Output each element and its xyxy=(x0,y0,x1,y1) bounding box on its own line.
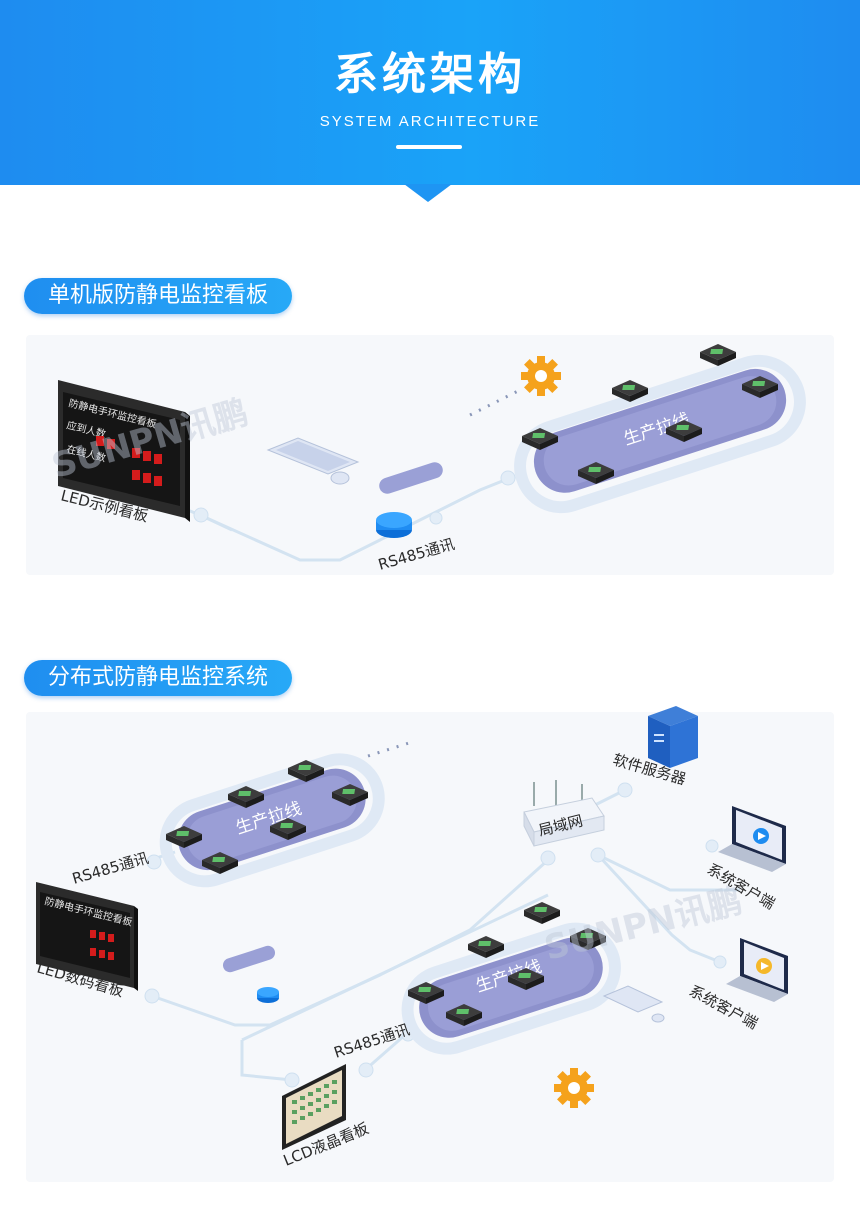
section2-rs485-bottom: RS485通讯 xyxy=(332,1020,412,1061)
section2-rs485-converter xyxy=(257,987,279,1003)
header-arrow xyxy=(404,184,452,202)
section2-watermark: SUNPN讯鹏 xyxy=(541,881,747,969)
server-icon xyxy=(648,706,698,768)
section2-rs485-top: RS485通讯 xyxy=(70,849,150,888)
laptop-icon xyxy=(726,938,788,1002)
section2-production-line-top xyxy=(159,753,385,888)
section2-junctions xyxy=(144,782,727,1088)
page-subtitle: SYSTEM ARCHITECTURE xyxy=(319,113,541,130)
section1-junctions xyxy=(193,470,516,525)
keyboard-icon xyxy=(602,985,664,1013)
section2-dotted-link xyxy=(367,740,413,758)
mouse-icon xyxy=(651,1013,665,1023)
router-icon xyxy=(523,780,605,847)
section2-wires xyxy=(149,788,740,1082)
section1-dotted-link xyxy=(469,388,521,417)
lcd-board xyxy=(282,1064,346,1150)
section1-rs485-converter xyxy=(376,512,412,538)
header-banner: 系统架构 SYSTEM ARCHITECTURE xyxy=(0,0,860,185)
page-title: 系统架构 xyxy=(334,49,526,100)
gear-icon xyxy=(521,356,561,396)
section2-title: 分布式防静电监控系统 xyxy=(24,660,293,696)
mouse-icon xyxy=(330,471,350,485)
section1-connector-bar xyxy=(379,462,443,494)
section1-title: 单机版防静电监控看板 xyxy=(24,278,293,314)
section1-comm-label: RS485通讯 xyxy=(376,535,456,574)
keyboard-icon xyxy=(266,437,360,475)
gear-icon xyxy=(554,1068,594,1108)
section2-panel xyxy=(26,712,834,1182)
laptop-icon xyxy=(718,806,786,872)
section1-led-board: 防静电手环监控看板 应到人数 在线人数 xyxy=(58,380,190,522)
section2-connector-bar xyxy=(222,945,276,973)
section1-production-line xyxy=(514,354,806,514)
section1-wires xyxy=(174,476,511,562)
title-underline xyxy=(396,145,462,149)
